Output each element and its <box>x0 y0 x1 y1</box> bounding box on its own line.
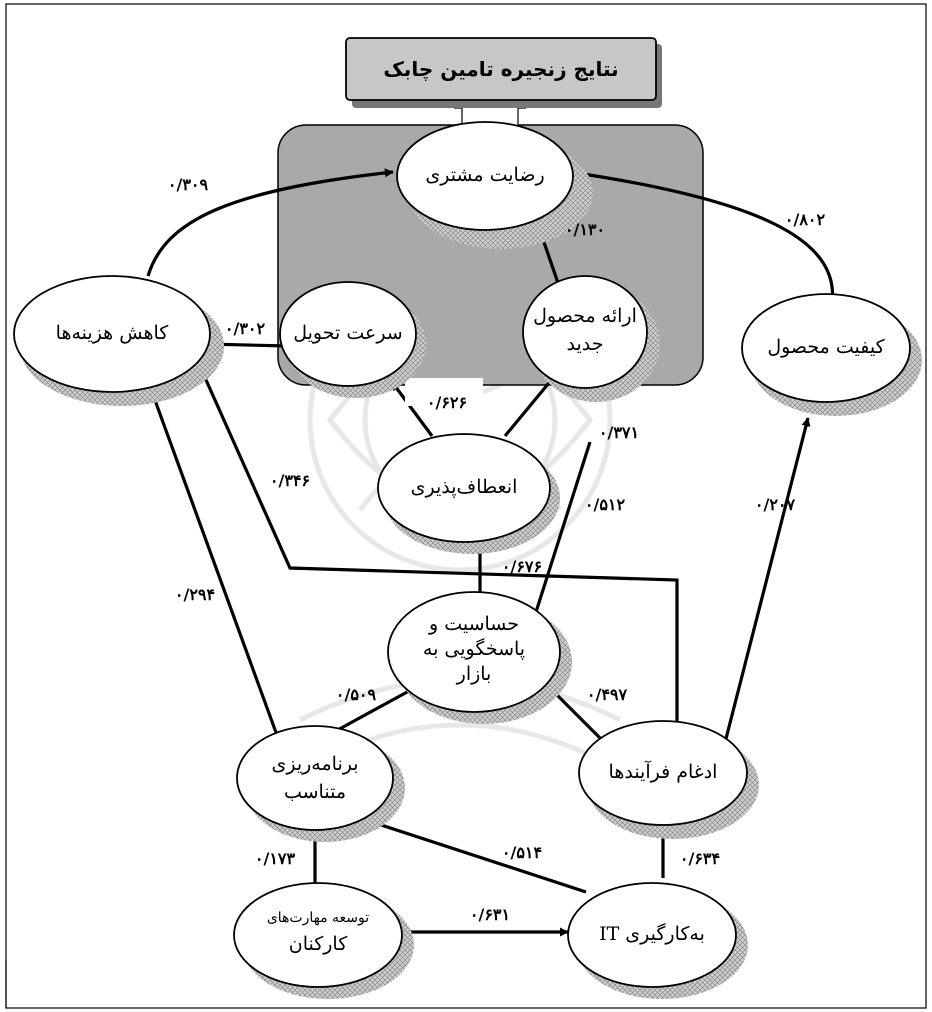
edge-label-planning-to-market: ۰/۵۰۹ <box>336 685 377 704</box>
edge-label-it-to-planning: ۰/۵۱۴ <box>502 843 542 862</box>
node-delivery-speed <box>279 281 417 387</box>
edge-label-planning-to-cost: ۰/۲۹۴ <box>175 585 215 604</box>
label-new-product-2: جدید <box>567 333 604 355</box>
edge-label-skills-to-it: ۰/۶۳۱ <box>470 905 510 924</box>
edge-label-cost-to-satisfaction: ۰/۳۰۹ <box>168 175 209 194</box>
edge-integration-to-quality <box>716 417 811 771</box>
edge-label-it-to-integration: ۰/۶۳۴ <box>680 849 720 868</box>
label-staff-skills-2: کارکنان <box>289 933 348 955</box>
edge-label-quality-to-satisfaction: ۰/۸۰۲ <box>785 210 826 229</box>
label-delivery-speed: سرعت تحویل <box>293 322 402 344</box>
label-market-sensitivity-1: حساسیت و <box>428 613 519 635</box>
label-staff-skills-1: توسعه مهارت‌های <box>267 910 369 926</box>
edge-planning-to-cost <box>150 391 288 761</box>
edge-cost-to-satisfaction <box>146 168 394 277</box>
title-box <box>345 37 657 101</box>
node-cost-reduction <box>13 275 211 393</box>
edge-label-market-to-newproduct: ۰/۵۱۲ <box>585 495 626 514</box>
edge-label-skills-to-planning: ۰/۱۷۳ <box>255 849 296 868</box>
label-integration: ادغام فرآیندها <box>609 760 718 783</box>
label-it-usage: به‌کارگیری IT <box>599 922 705 945</box>
node-it-usage <box>567 882 737 988</box>
label-new-product-1: ارائه محصول <box>533 305 637 327</box>
edge-planning-to-market <box>333 684 419 734</box>
edge-label-integration-to-cost: ۰/۳۴۶ <box>270 471 310 490</box>
edge-label-flex-to-newproduct: ۰/۳۷۱ <box>599 423 639 442</box>
node-flexibility <box>377 433 551 543</box>
edge-label-market-to-flex: ۰/۶۷۶ <box>502 557 542 576</box>
edge-label-newproduct-to-satisfaction: ۰/۱۳۰ <box>565 220 605 239</box>
edge-it-to-planning <box>371 820 587 894</box>
label-flexibility: انعطاف‌پذیری <box>411 476 518 498</box>
label-planning-2: متناسب <box>284 781 346 803</box>
edge-label-delivery-to-cost: ۰/۳۰۲ <box>225 319 266 338</box>
label-cost-reduction: کاهش هزینه‌ها <box>56 322 170 344</box>
edge-integration-to-market <box>546 684 612 750</box>
edge-quality-to-satisfaction <box>569 168 835 304</box>
node-market-sensitivity <box>387 591 561 713</box>
label-patch <box>405 378 483 406</box>
page-frame <box>5 3 927 1009</box>
label-market-sensitivity-2: پاسخگویی به <box>423 637 525 660</box>
edge-market-to-newproduct <box>534 441 592 613</box>
node-integration <box>578 720 748 826</box>
node-customer-satisfaction <box>396 121 574 231</box>
node-staff-skills <box>233 882 403 988</box>
label-market-sensitivity-3: بازار <box>456 663 492 685</box>
edge-flex-to-delivery <box>390 381 434 437</box>
edge-label-integration-to-market: ۰/۴۹۷ <box>587 685 628 704</box>
label-product-quality: کیفیت محصول <box>767 336 885 358</box>
node-product-quality <box>741 293 911 403</box>
diagram-title: نتایج زنجیره تامین چابک <box>383 57 618 82</box>
node-new-product <box>522 275 648 389</box>
node-planning <box>236 725 394 831</box>
edge-label-integration-to-quality: ۰/۲۰۷ <box>755 495 796 514</box>
edge-integration-to-cost <box>196 361 679 770</box>
label-planning-1: برنامه‌ریزی <box>271 753 358 775</box>
edge-label-flex-to-delivery: ۰/۶۲۶ <box>427 393 467 412</box>
label-customer-satisfaction: رضایت مشتری <box>425 164 544 186</box>
